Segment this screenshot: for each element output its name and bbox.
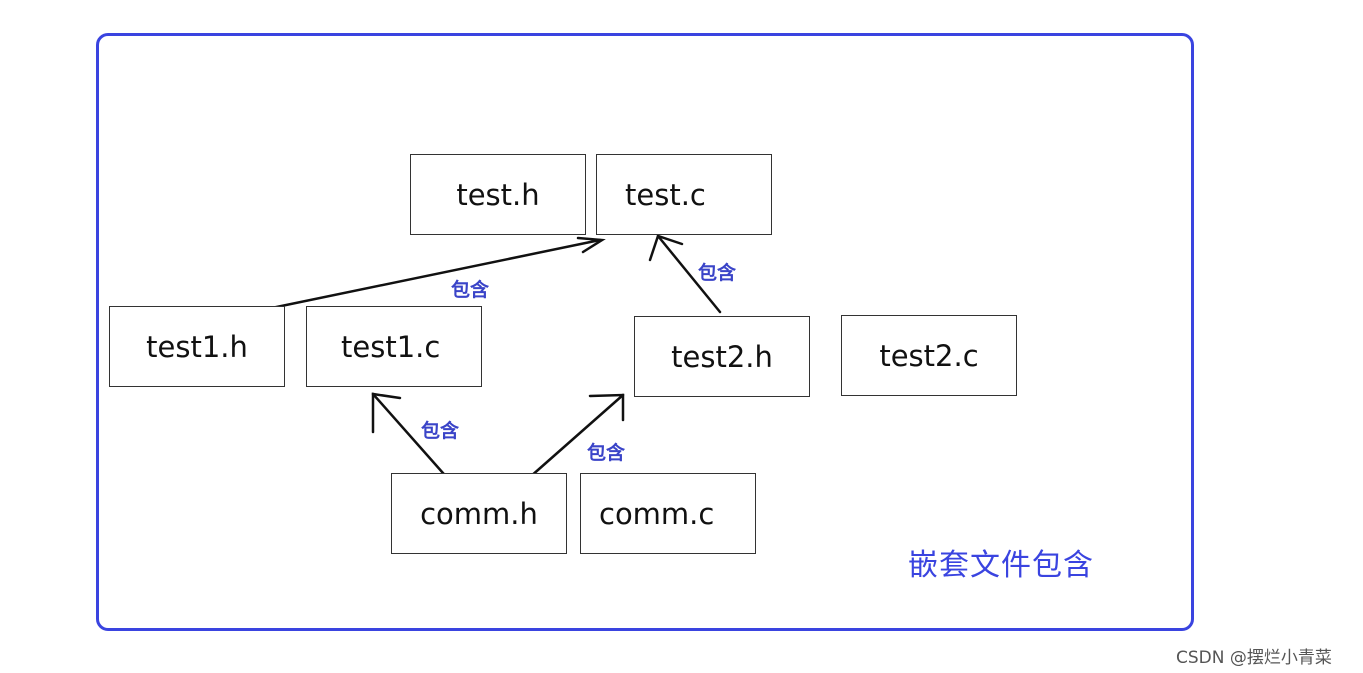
file-test-c: test.c <box>596 154 772 235</box>
file-test2-h: test2.h <box>634 316 810 397</box>
file-test1-h-label: test1.h <box>146 329 248 364</box>
file-comm-c: comm.c <box>580 473 756 554</box>
source-watermark: CSDN @摆烂小青菜 <box>1176 648 1332 668</box>
file-test2-c: test2.c <box>841 315 1017 396</box>
arrow-test2h-to-testc <box>648 234 722 314</box>
include-label-commh-test1c: 包含 <box>421 420 460 442</box>
file-test-h: test.h <box>410 154 586 235</box>
file-test1-h: test1.h <box>109 306 285 387</box>
arrow-test1h-to-testc <box>260 236 606 312</box>
file-comm-c-label: comm.c <box>599 496 715 531</box>
include-label-test1h-testc: 包含 <box>451 279 490 301</box>
file-test-h-label: test.h <box>456 177 540 212</box>
file-comm-h-label: comm.h <box>420 496 538 531</box>
file-test-c-label: test.c <box>625 177 706 212</box>
file-test2-h-label: test2.h <box>671 339 773 374</box>
file-comm-h: comm.h <box>391 473 567 554</box>
file-test1-c: test1.c <box>306 306 482 387</box>
file-test1-c-label: test1.c <box>341 329 441 364</box>
file-test2-c-label: test2.c <box>879 338 979 373</box>
diagram-caption: 嵌套文件包含 <box>908 548 1094 583</box>
diagram-frame <box>96 33 1194 631</box>
include-label-commh-test2h: 包含 <box>587 442 626 464</box>
arrow-commh-to-test2h <box>528 393 625 479</box>
include-label-test2h-testc: 包含 <box>698 262 737 284</box>
